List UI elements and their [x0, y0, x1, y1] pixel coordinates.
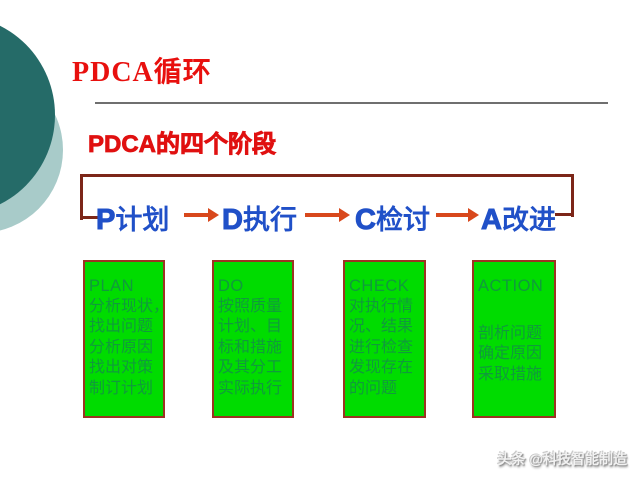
- box-text-line: 发现存在: [349, 359, 414, 376]
- box-heading: ACTION: [478, 277, 544, 295]
- flow-step-letter: C: [355, 204, 377, 237]
- box-text-line: 找出对策: [89, 359, 154, 376]
- feedback-loop-line-left: [80, 174, 83, 220]
- box-text-line: 制订计划: [89, 379, 154, 397]
- box-text-line: 采取措施: [478, 365, 543, 383]
- box-heading: DO: [218, 277, 244, 295]
- flow-arrow-icon: [305, 208, 350, 222]
- box-text-line: [478, 297, 553, 324]
- flow-step-label: 改进: [501, 205, 556, 235]
- flow-step-letter: A: [481, 204, 503, 237]
- box-text-line: 对执行情: [349, 297, 414, 315]
- box-text-line: 的问题: [349, 379, 398, 397]
- flow-arrow-icon: [184, 208, 219, 222]
- feedback-loop-line-left-stub: [80, 216, 99, 219]
- box-heading: PLAN: [89, 277, 135, 295]
- box-text-line: 及其分工: [218, 359, 283, 376]
- feedback-loop-line-top: [80, 174, 574, 177]
- check-detail-box: CHECK 对执行情 况、结果 进行检查 发现存在 的问题: [343, 260, 426, 418]
- box-heading: CHECK: [349, 277, 410, 295]
- flow-step-letter: P: [95, 204, 116, 237]
- feedback-loop-line-right: [571, 174, 574, 217]
- box-text-line: 按照质量: [218, 297, 283, 315]
- flow-step-label: 计划: [115, 205, 170, 235]
- flow-step-label: 执行: [242, 205, 297, 235]
- box-text-line: 剖析问题: [478, 324, 543, 342]
- feedback-loop-line-right-stub: [555, 213, 574, 216]
- title-divider-line: [95, 102, 608, 104]
- flow-step-label: 检讨: [375, 205, 430, 235]
- box-text-line: 计划、目: [218, 318, 283, 335]
- box-text-line: 找出问题: [89, 318, 154, 335]
- box-text-line: 确定原因: [478, 345, 543, 362]
- action-detail-box: ACTION 剖析问题 确定原因 采取措施: [472, 260, 556, 418]
- box-text-line: 实际执行: [218, 379, 283, 397]
- slide-title: PDCA循环: [72, 57, 212, 88]
- watermark-text: 头条 @科技智能制造: [497, 451, 627, 467]
- plan-detail-box: PLAN 分析现状， 找出问题 分析原因 找出对策 制订计划: [83, 260, 165, 418]
- section-heading: PDCA的四个阶段: [88, 131, 277, 159]
- box-text-line: 分析现状，: [89, 297, 165, 315]
- flow-step-letter: D: [222, 204, 244, 237]
- do-detail-box: DO 按照质量 计划、目 标和措施 及其分工 实际执行: [212, 260, 294, 418]
- box-text-line: 况、结果: [349, 318, 414, 335]
- box-text-line: 标和措施: [218, 338, 283, 356]
- box-text-line: 进行检查: [349, 338, 414, 356]
- flow-arrow-icon: [436, 208, 479, 222]
- box-text-line: 分析原因: [89, 338, 154, 356]
